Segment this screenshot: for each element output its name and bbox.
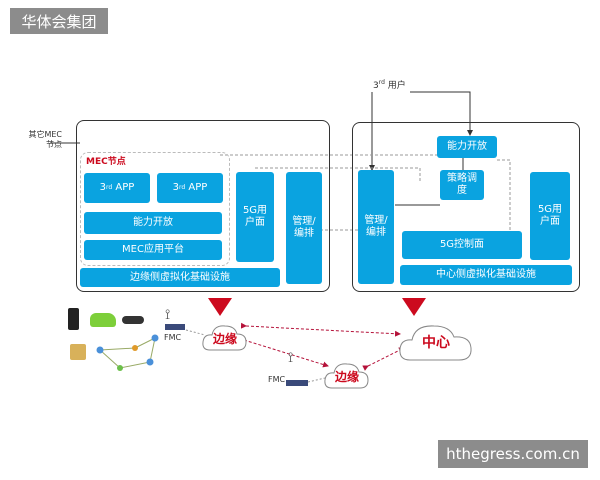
edge-down-arrow xyxy=(208,298,232,316)
edge-cloud-2-label: 边缘 xyxy=(334,370,359,384)
edge-cloud-1-label: 边缘 xyxy=(212,332,237,346)
edge-capability-open[interactable]: 能力开放 xyxy=(84,212,222,234)
fmc-label-2: FMC xyxy=(268,375,286,384)
center-capability-open[interactable]: 能力开放 xyxy=(437,136,497,158)
user-to-capability-arrow xyxy=(410,91,473,136)
fmc-label-1: FMC xyxy=(164,333,182,342)
5g-control-plane[interactable]: 5G控制面 xyxy=(402,231,522,259)
edge-5g-user-plane[interactable]: 5G用户面 xyxy=(236,172,274,262)
app1-sup: rd xyxy=(106,184,113,192)
vr-glasses-icon xyxy=(122,316,144,324)
app2-prefix: 3 xyxy=(172,182,180,193)
mec-app-platform[interactable]: MEC应用平台 xyxy=(84,240,222,260)
third-party-sup: rd xyxy=(378,79,385,86)
watermark: hthegress.com.cn xyxy=(438,440,588,468)
third-party-user-label: 3rd 用户 xyxy=(373,78,406,91)
edge-mgmt-orchestration[interactable]: 管理/编排 xyxy=(286,172,322,284)
app1-prefix: 3 xyxy=(99,182,107,193)
third-party-prefix: 3 xyxy=(373,81,379,91)
mec-node-frame xyxy=(80,152,230,266)
antenna-icon-2: ⟟ xyxy=(288,350,294,366)
edge1-edge2-link xyxy=(238,335,329,368)
dashed-link-2 xyxy=(255,167,421,183)
center-mgmt-orchestration[interactable]: 管理/编排 xyxy=(358,170,394,284)
phone-icon xyxy=(68,308,79,330)
fmc-box-2 xyxy=(286,380,308,386)
center-frame xyxy=(352,122,580,292)
other-mec-node-label: 其它MEC 节点 xyxy=(12,130,62,150)
fmc-box-1 xyxy=(165,324,185,330)
other-mec-line2: 节点 xyxy=(46,140,62,149)
policy-scheduling[interactable]: 策略调度 xyxy=(440,170,484,200)
edge-cloud-2 xyxy=(324,363,369,389)
app1-label: APP xyxy=(115,182,135,193)
edge-cloud-1 xyxy=(202,325,247,351)
mec-node-label: MEC节点 xyxy=(86,157,126,167)
iot-network-icon xyxy=(96,334,159,371)
dashed-link-4 xyxy=(497,159,511,232)
third-party-user-text: 用户 xyxy=(387,81,406,91)
center-cloud xyxy=(399,325,472,361)
center-virtualization-infra[interactable]: 中心侧虚拟化基础设施 xyxy=(400,265,572,285)
app2-label: APP xyxy=(188,182,208,193)
edge1-center-link xyxy=(240,322,401,337)
car-icon xyxy=(90,313,116,327)
antenna-icon-1: ⟟ xyxy=(165,307,171,323)
other-mec-line1: 其它MEC xyxy=(28,130,62,139)
edge2-center-link xyxy=(362,347,405,371)
app2-sup: rd xyxy=(179,184,186,192)
page-title: 华体会集团 xyxy=(10,8,108,34)
center-5g-user-plane[interactable]: 5G用户面 xyxy=(530,172,570,260)
edge-virtualization-infra[interactable]: 边缘侧虚拟化基础设施 xyxy=(80,268,280,287)
fmc2-link xyxy=(307,377,326,383)
camera-icon xyxy=(70,344,86,360)
fmc1-link xyxy=(185,329,206,336)
edge-frame xyxy=(76,120,330,292)
center-down-arrow xyxy=(402,298,426,316)
center-cloud-label: 中心 xyxy=(422,335,450,351)
